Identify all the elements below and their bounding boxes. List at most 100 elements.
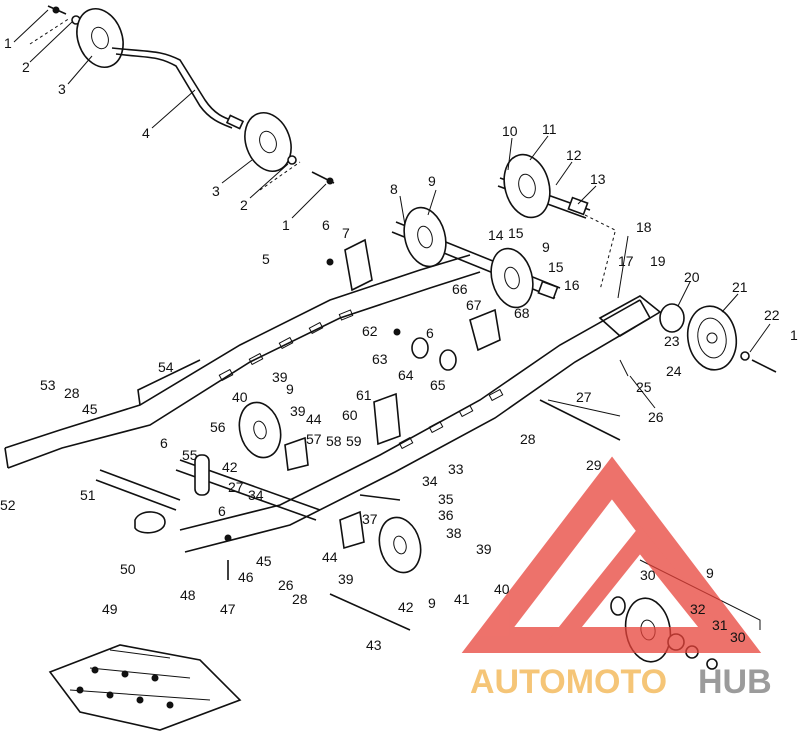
callout-28: 28 [520, 431, 536, 447]
callout-10: 10 [502, 123, 518, 139]
callout-46: 46 [238, 569, 254, 585]
callout-54: 54 [158, 359, 174, 375]
callout-6: 6 [322, 217, 330, 233]
callout-56: 56 [210, 419, 226, 435]
callout-45: 45 [82, 401, 98, 417]
callout-32: 32 [690, 601, 706, 617]
callout-9: 9 [286, 381, 294, 397]
callout-27: 27 [576, 389, 592, 405]
callout-47: 47 [220, 601, 236, 617]
callout-41: 41 [454, 591, 470, 607]
callout-30: 30 [730, 629, 746, 645]
callout-44: 44 [306, 411, 322, 427]
callout-37: 37 [362, 511, 378, 527]
callout-55: 55 [182, 447, 198, 463]
callout-20: 20 [684, 269, 700, 285]
callout-36: 36 [438, 507, 454, 523]
callout-17: 17 [618, 253, 634, 269]
front-wheel-assembly [659, 303, 777, 373]
callout-58: 58 [326, 433, 342, 449]
callout-18: 18 [636, 219, 652, 235]
callout-39: 39 [338, 571, 354, 587]
callout-labels: 1 2 3 4 3 2 1 10 11 12 13 8 9 14 15 9 15… [0, 35, 798, 653]
callout-42: 42 [222, 459, 238, 475]
leader-lines [13, 9, 771, 417]
cross-members [329, 308, 621, 631]
callout-43: 43 [366, 637, 382, 653]
callout-66: 66 [452, 281, 468, 297]
rear-axle-assembly [391, 153, 616, 309]
callout-3: 3 [212, 183, 220, 199]
callout-48: 48 [180, 587, 196, 603]
callout-39: 39 [290, 403, 306, 419]
callout-9: 9 [428, 595, 436, 611]
callout-62: 62 [362, 323, 378, 339]
track-clip-detail [48, 644, 242, 731]
callout-42: 42 [398, 599, 414, 615]
callout-21: 21 [732, 279, 748, 295]
top-axle-assembly [29, 5, 335, 191]
callout-9: 9 [428, 173, 436, 189]
callout-35: 35 [438, 491, 454, 507]
callout-40: 40 [232, 389, 248, 405]
callout-9: 9 [542, 239, 550, 255]
callout-40: 40 [494, 581, 510, 597]
callout-14: 14 [488, 227, 504, 243]
callout-1: 1 [282, 217, 290, 233]
callout-12: 12 [566, 147, 582, 163]
callout-24: 24 [666, 363, 682, 379]
callout-34: 34 [422, 473, 438, 489]
callout-28: 28 [64, 385, 80, 401]
callout-19: 19 [650, 253, 666, 269]
callout-8: 8 [390, 181, 398, 197]
callout-2: 2 [22, 59, 30, 75]
callout-64: 64 [398, 367, 414, 383]
callout-6: 6 [426, 325, 434, 341]
callout-65: 65 [430, 377, 446, 393]
left-rail [4, 238, 481, 469]
callout-59: 59 [346, 433, 362, 449]
callout-1: 1 [4, 35, 12, 51]
callout-1: 1 [790, 327, 798, 343]
callout-31: 31 [712, 617, 728, 633]
rear-parts [95, 469, 232, 580]
callout-7: 7 [342, 225, 350, 241]
callout-23: 23 [664, 333, 680, 349]
callout-68: 68 [514, 305, 530, 321]
callout-45: 45 [256, 553, 272, 569]
callout-33: 33 [448, 461, 464, 477]
callout-5: 5 [262, 251, 270, 267]
callout-39: 39 [272, 369, 288, 385]
callout-15: 15 [508, 225, 524, 241]
callout-11: 11 [542, 121, 557, 137]
callout-2: 2 [240, 197, 248, 213]
callout-57: 57 [306, 431, 322, 447]
callout-61: 61 [356, 387, 372, 403]
callout-3: 3 [58, 81, 66, 97]
callout-22: 22 [764, 307, 780, 323]
callout-51: 51 [80, 487, 96, 503]
callout-38: 38 [446, 525, 462, 541]
callout-50: 50 [120, 561, 136, 577]
callout-25: 25 [636, 379, 652, 395]
callout-16: 16 [564, 277, 580, 293]
watermark: AUTOMOTO HUB [461, 456, 772, 701]
callout-49: 49 [102, 601, 118, 617]
callout-67: 67 [466, 297, 482, 313]
callout-6: 6 [218, 503, 226, 519]
callout-53: 53 [40, 377, 56, 393]
callout-9: 9 [706, 565, 714, 581]
callout-13: 13 [590, 171, 606, 187]
middle-idler-wheels [175, 401, 422, 574]
callout-60: 60 [342, 407, 358, 423]
callout-63: 63 [372, 351, 388, 367]
watermark-brand-part1: AUTOMOTO [470, 663, 667, 701]
callout-30: 30 [640, 567, 656, 583]
callout-27: 27 [228, 479, 244, 495]
callout-15: 15 [548, 259, 564, 275]
callout-26: 26 [648, 409, 664, 425]
callout-6: 6 [160, 435, 168, 451]
right-rail [179, 295, 662, 553]
callout-29: 29 [586, 457, 602, 473]
